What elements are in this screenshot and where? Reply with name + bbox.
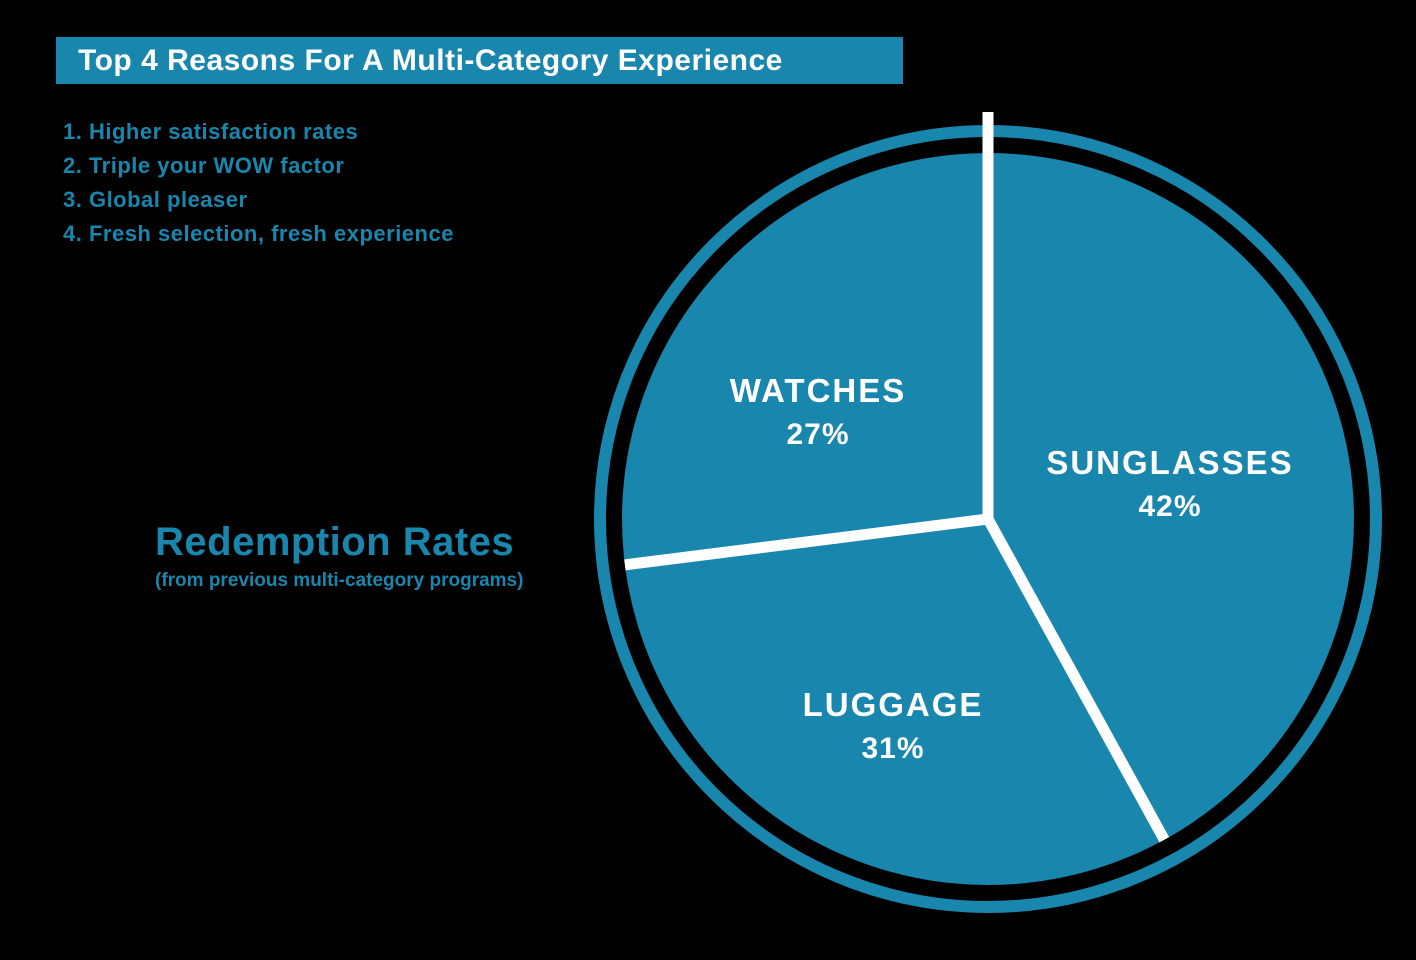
pie-divider-2: [624, 513, 989, 571]
chart-subtitle: (from previous multi-category programs): [155, 570, 524, 591]
header-bar: Top 4 Reasons For A Multi-Category Exper…: [56, 37, 903, 84]
reason-item-3: 3. Global pleaser: [63, 187, 248, 212]
reasons-list: 1. Higher satisfaction rates 2. Triple y…: [63, 121, 454, 257]
pie-divider-1: [983, 516, 1170, 843]
reason-item-4: 4. Fresh selection, fresh experience: [63, 221, 454, 246]
reason-item-2: 2. Triple your WOW factor: [63, 153, 345, 178]
chart-title: Redemption Rates: [155, 520, 515, 564]
reason-item-1: 1. Higher satisfaction rates: [63, 119, 359, 144]
chart-title-block: Redemption Rates (from previous multi-ca…: [155, 520, 523, 592]
page-title: Top 4 Reasons For A Multi-Category Exper…: [78, 43, 783, 77]
